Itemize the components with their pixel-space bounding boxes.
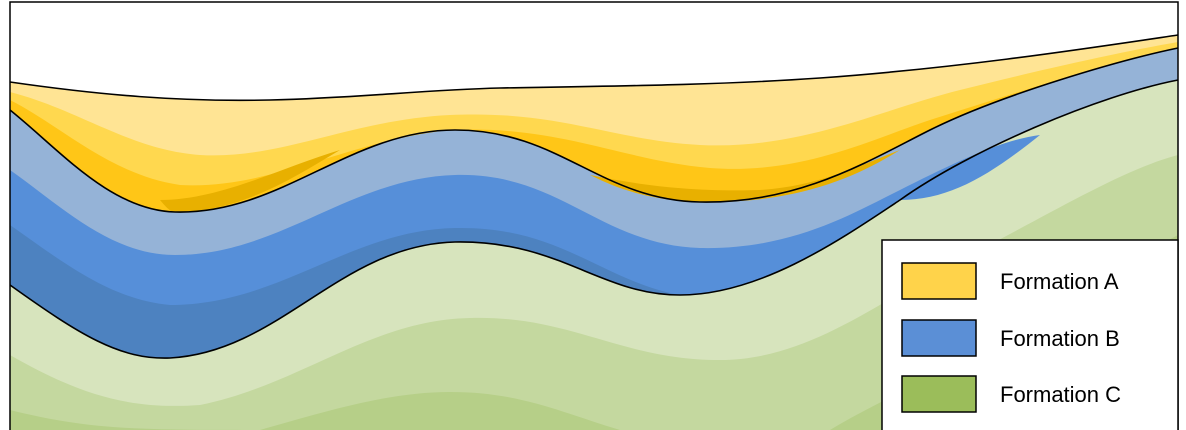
- formation-a-band-4: [160, 150, 900, 212]
- top-surface-line: [9, 34, 1179, 102]
- formation-b-layer: [10, 48, 1178, 359]
- legend-label-formation-a: Formation A: [1000, 269, 1119, 294]
- formation-boundaries: [9, 34, 1179, 359]
- formation-a-layer: [10, 35, 1178, 213]
- legend: Formation A Formation B Formation C: [881, 239, 1179, 430]
- legend-swatch-formation-c: [901, 375, 977, 413]
- a-b-boundary-line: [9, 47, 1179, 213]
- legend-label-formation-b: Formation B: [1000, 326, 1120, 351]
- figure-frame: [9, 1, 1179, 430]
- formation-b-band-3: [10, 225, 680, 359]
- legend-swatch-formation-a: [901, 262, 977, 300]
- legend-swatch-formation-b: [901, 319, 977, 357]
- legend-label-formation-c: Formation C: [1000, 382, 1121, 407]
- b-c-boundary-line: [9, 79, 1179, 359]
